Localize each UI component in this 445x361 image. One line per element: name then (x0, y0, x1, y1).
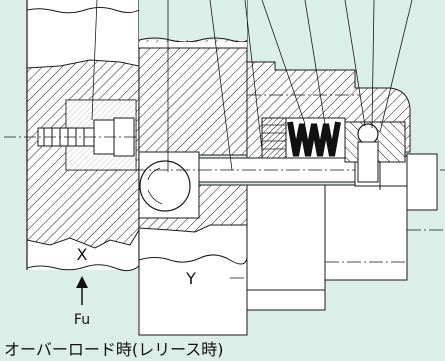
label-x: X (77, 245, 88, 264)
small-ball (357, 123, 379, 145)
screw-bolt (4, 117, 140, 157)
steel-ball (139, 160, 191, 212)
label-force: Fu (74, 312, 90, 328)
ball-cage (138, 151, 200, 219)
center-plate (138, 0, 248, 156)
caption: オーバーロード時(レリース時) (4, 340, 224, 359)
force-arrow (76, 276, 88, 305)
leader-lines (91, 0, 413, 172)
label-y: Y (185, 269, 196, 288)
disc-spring (287, 121, 341, 157)
release-ball-assembly (344, 121, 406, 183)
